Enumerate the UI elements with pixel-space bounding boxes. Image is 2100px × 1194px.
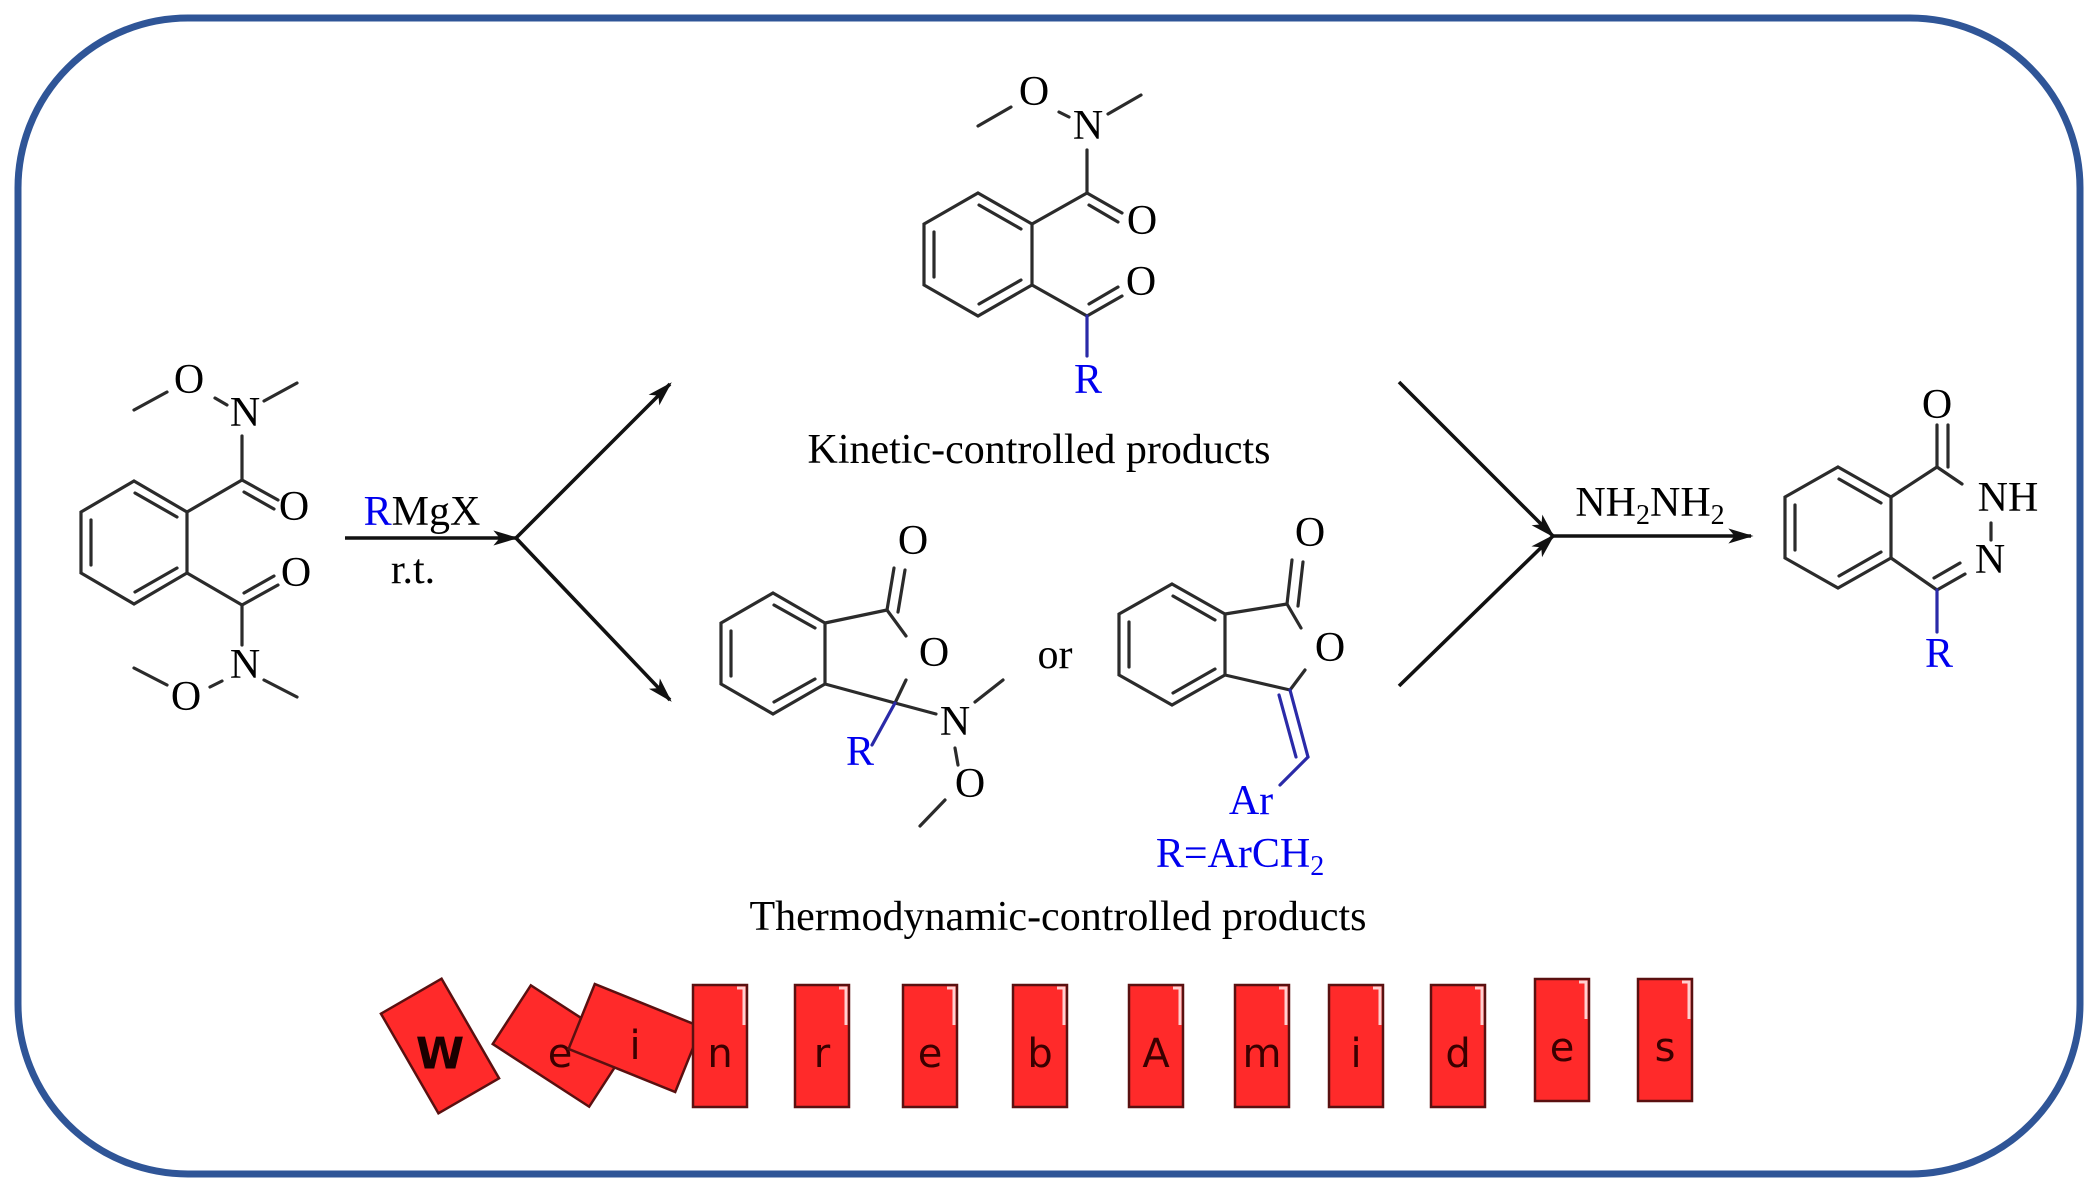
converge-arrow-top bbox=[1397, 380, 1555, 538]
tile-letter: e bbox=[548, 1031, 573, 1077]
tile-body bbox=[1127, 983, 1185, 1109]
atom-n: N bbox=[1073, 103, 1103, 149]
atom-n-top: N bbox=[230, 390, 260, 436]
letter-tile: b bbox=[1011, 983, 1069, 1109]
atom-o-bottom: O bbox=[171, 674, 201, 720]
tile-highlight bbox=[1373, 986, 1382, 1025]
atom-o: O bbox=[1922, 382, 1952, 428]
tile-highlight bbox=[1057, 986, 1066, 1025]
atom-n-bottom: N bbox=[230, 642, 260, 688]
tile-highlight bbox=[1579, 980, 1588, 1019]
kinetic-product: O N O O R Kinetic-controlled products bbox=[807, 69, 1270, 473]
letter-tile: r bbox=[793, 983, 851, 1109]
tile-body bbox=[793, 983, 851, 1109]
kinetic-caption: Kinetic-controlled products bbox=[807, 427, 1270, 473]
atom-n: N bbox=[940, 699, 970, 745]
or-label: or bbox=[1038, 632, 1073, 678]
atom-ar: Ar bbox=[1229, 778, 1273, 824]
letter-tile: e bbox=[901, 983, 959, 1109]
atom-nh: NH bbox=[1978, 475, 2039, 521]
atom-o-carbonyl: O bbox=[1295, 510, 1325, 556]
tile-letter: b bbox=[1027, 1031, 1052, 1077]
letter-tile: e bbox=[490, 983, 630, 1109]
tile-body bbox=[566, 982, 704, 1094]
tile-letter: W bbox=[416, 1029, 465, 1080]
atom-o-amide: O bbox=[1127, 198, 1157, 244]
final-product: O NH N R bbox=[1783, 382, 2039, 677]
atom-o-ring: O bbox=[1315, 625, 1345, 671]
step2-reagent: NH2NH2 bbox=[1575, 480, 1724, 531]
tile-body bbox=[1233, 983, 1291, 1109]
atom-r: R bbox=[1074, 357, 1102, 403]
step1-condition: r.t. bbox=[391, 547, 435, 593]
atom-o-methoxy: O bbox=[1019, 69, 1049, 115]
tile-highlight bbox=[947, 986, 956, 1025]
benzene-ring bbox=[719, 591, 827, 716]
tile-highlight bbox=[1682, 980, 1691, 1019]
tile-body bbox=[1429, 983, 1487, 1109]
tile-body bbox=[1327, 983, 1385, 1109]
atom-carbonyl-o-bottom: O bbox=[281, 550, 311, 596]
thermodynamic-caption: Thermodynamic-controlled products bbox=[750, 894, 1367, 940]
tile-highlight bbox=[1173, 986, 1182, 1025]
tile-body bbox=[901, 983, 959, 1109]
benzene-ring bbox=[922, 191, 1034, 318]
atom-o-ketone: O bbox=[1126, 259, 1156, 305]
tile-body bbox=[490, 983, 630, 1109]
tile-letter: i bbox=[1350, 1031, 1361, 1077]
frame-border bbox=[14, 14, 2084, 1178]
tile-letter: A bbox=[1142, 1031, 1170, 1077]
benzene-ring bbox=[1783, 465, 1893, 590]
tile-body bbox=[691, 983, 749, 1109]
atom-o-methoxy: O bbox=[955, 761, 985, 807]
atom-o-top: O bbox=[174, 357, 204, 403]
tile-body bbox=[379, 976, 501, 1116]
tile-letter: e bbox=[918, 1031, 943, 1077]
tile-letter: d bbox=[1445, 1031, 1470, 1077]
letter-tile: s bbox=[1636, 977, 1694, 1103]
tile-body bbox=[1533, 977, 1591, 1103]
r-definition: R=ArCH2 bbox=[1156, 831, 1324, 882]
step1-reagent: RMgX bbox=[364, 489, 481, 535]
tile-letter: m bbox=[1243, 1031, 1282, 1077]
letter-tile: i bbox=[566, 982, 704, 1094]
thermo-product-a: O O N O R bbox=[719, 518, 1005, 828]
atom-o-ring: O bbox=[919, 630, 949, 676]
tile-letter: s bbox=[1655, 1025, 1676, 1071]
tile-body bbox=[1636, 977, 1694, 1103]
starting-material: O N O O N O bbox=[79, 357, 311, 720]
letter-tile: A bbox=[1127, 983, 1185, 1109]
letter-tile: i bbox=[1327, 983, 1385, 1109]
atom-n: N bbox=[1975, 537, 2005, 583]
tile-letter: r bbox=[814, 1031, 831, 1077]
tile-highlight bbox=[737, 986, 746, 1025]
step2-arrow-group: NH2NH2 bbox=[1397, 380, 1754, 688]
tile-letter: e bbox=[1550, 1025, 1575, 1071]
tile-highlight bbox=[839, 986, 848, 1025]
tile-highlight bbox=[1279, 986, 1288, 1025]
converge-arrow-bottom bbox=[1397, 534, 1555, 688]
atom-r: R bbox=[1925, 631, 1953, 677]
benzene-ring bbox=[1117, 582, 1227, 707]
step1-arrow-group: RMgX r.t. bbox=[345, 382, 672, 702]
tile-body bbox=[1011, 983, 1069, 1109]
letter-tile: d bbox=[1429, 983, 1487, 1109]
atom-r: R bbox=[846, 729, 874, 775]
atom-o-carbonyl: O bbox=[898, 518, 928, 564]
branch-arrow-up bbox=[514, 382, 672, 540]
thermo-product-b: O O Ar R=ArCH2 bbox=[1117, 510, 1345, 882]
branch-arrow-down bbox=[514, 536, 672, 702]
letter-tile: e bbox=[1533, 977, 1591, 1103]
letter-tile: W bbox=[379, 976, 501, 1116]
benzene-ring bbox=[79, 479, 189, 606]
tile-letter: i bbox=[629, 1023, 640, 1069]
tile-letter: n bbox=[707, 1031, 732, 1077]
atom-carbonyl-o-top: O bbox=[279, 484, 309, 530]
letter-tile: m bbox=[1233, 983, 1291, 1109]
letter-tile: n bbox=[691, 983, 749, 1109]
tile-highlight bbox=[1475, 986, 1484, 1025]
